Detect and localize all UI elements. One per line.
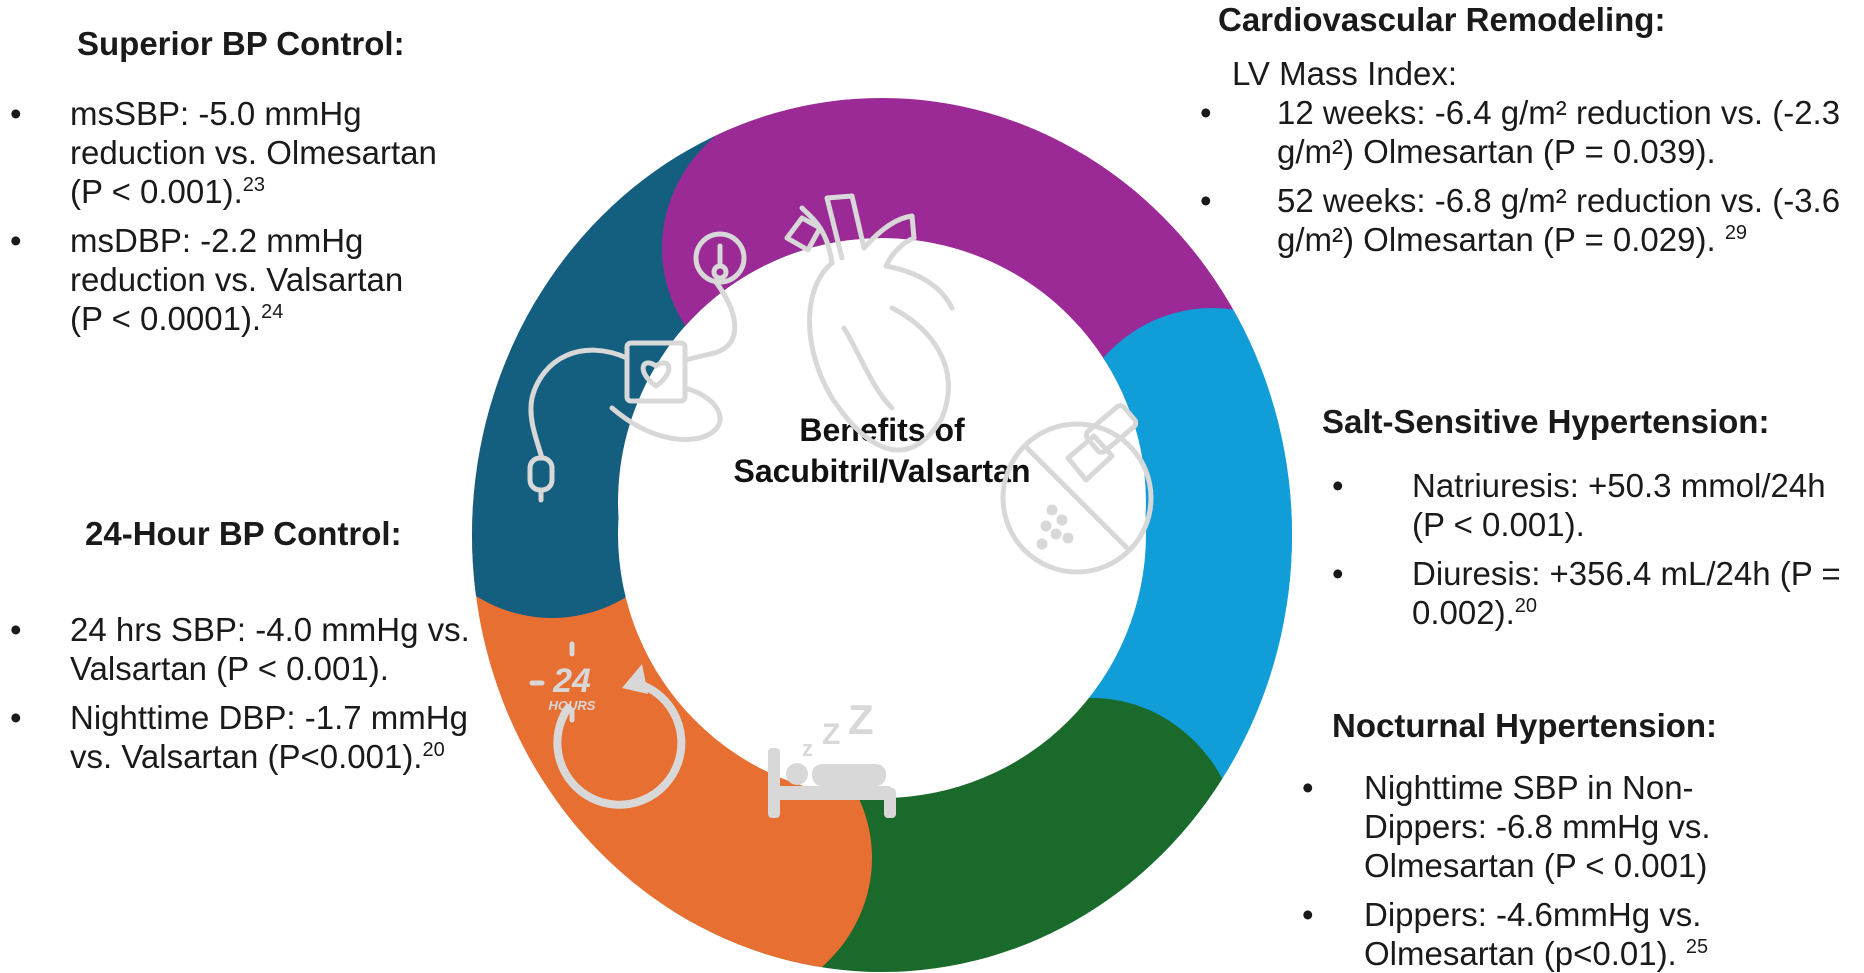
list-item: Nighttime SBP in Non-Dippers: -6.8 mmHg … [1292, 768, 1812, 885]
list-item: Dippers: -4.6mmHg vs. Olmesartan (p<0.01… [1292, 895, 1812, 973]
panel-subtitle: LV Mass Index: [1232, 55, 1457, 92]
bullet-list: Natriuresis: +50.3 mmol/24h (P < 0.001).… [1322, 466, 1852, 632]
bullet-list: 12 weeks: -6.4 g/m² reduction vs. (-2.3 … [1190, 93, 1864, 259]
benefits-wheel: Benefits of Sacubitril/Valsartan [472, 98, 1292, 972]
reference-number: 25 [1685, 936, 1709, 958]
panel-title: 24-Hour BP Control: [85, 515, 402, 552]
list-item: Nighttime DBP: -1.7 mmHg vs. Valsartan (… [0, 698, 470, 776]
list-item: 24 hrs SBP: -4.0 mmHg vs. Valsartan (P <… [0, 610, 470, 688]
reference-number: 23 [242, 174, 266, 196]
list-item: msSBP: -5.0 mmHg reduction vs. Olmesarta… [0, 94, 440, 211]
panel-salt-sensitive-hypertension: Salt-Sensitive Hypertension: Natriuresis… [1322, 402, 1852, 632]
heart-icon [784, 193, 955, 453]
bullet-list: 24 hrs SBP: -4.0 mmHg vs. Valsartan (P <… [0, 610, 470, 776]
list-item: 12 weeks: -6.4 g/m² reduction vs. (-2.3 … [1190, 93, 1864, 171]
panel-title: Nocturnal Hypertension: [1332, 707, 1718, 744]
list-item: msDBP: -2.2 mmHg reduction vs. Valsartan… [0, 221, 440, 338]
panel-cardiovascular-remodeling: Cardiovascular Remodeling: LV Mass Index… [1190, 0, 1864, 259]
snore-z-letters: Z [848, 696, 874, 743]
blood-pressure-monitor-icon [527, 231, 747, 503]
bullet-list: msSBP: -5.0 mmHg reduction vs. Olmesarta… [0, 94, 440, 338]
panel-superior-bp-control: Superior BP Control: msSBP: -5.0 mmHg re… [0, 24, 440, 338]
list-item: Natriuresis: +50.3 mmol/24h (P < 0.001). [1322, 466, 1852, 544]
panel-title: Salt-Sensitive Hypertension: [1322, 403, 1770, 440]
list-item: Diuresis: +356.4 mL/24h (P = 0.002).20 [1322, 554, 1852, 632]
list-item: 52 weeks: -6.8 g/m² reduction vs. (-3.6 … [1190, 181, 1864, 259]
center-title-line2: Sacubitril/Valsartan [733, 453, 1030, 489]
reference-number: 24 [261, 301, 284, 323]
reference-number: 20 [422, 739, 445, 761]
center-title-line1: Benefits of [799, 412, 965, 448]
panel-24-hour-bp-control: 24-Hour BP Control: 24 hrs SBP: -4.0 mmH… [0, 514, 470, 776]
no-salt-icon [1000, 403, 1154, 575]
reference-number: 29 [1724, 222, 1748, 244]
snore-z-letters: Z [822, 718, 840, 751]
sleeping-in-bed-icon: z Z Z [768, 696, 896, 818]
panel-nocturnal-hypertension: Nocturnal Hypertension: Nighttime SBP in… [1292, 706, 1812, 973]
clock-word: HOURS [549, 698, 596, 713]
center-circle [618, 270, 1146, 798]
snore-z-letters: z [802, 736, 813, 761]
panel-title: Cardiovascular Remodeling: [1218, 1, 1666, 38]
panel-title: Superior BP Control: [77, 25, 405, 62]
clock-number: 24 [552, 662, 591, 700]
bullet-list: Nighttime SBP in Non-Dippers: -6.8 mmHg … [1292, 768, 1812, 973]
reference-number: 20 [1514, 595, 1537, 617]
24-hours-clock-icon: 24 HOURS [529, 641, 686, 809]
